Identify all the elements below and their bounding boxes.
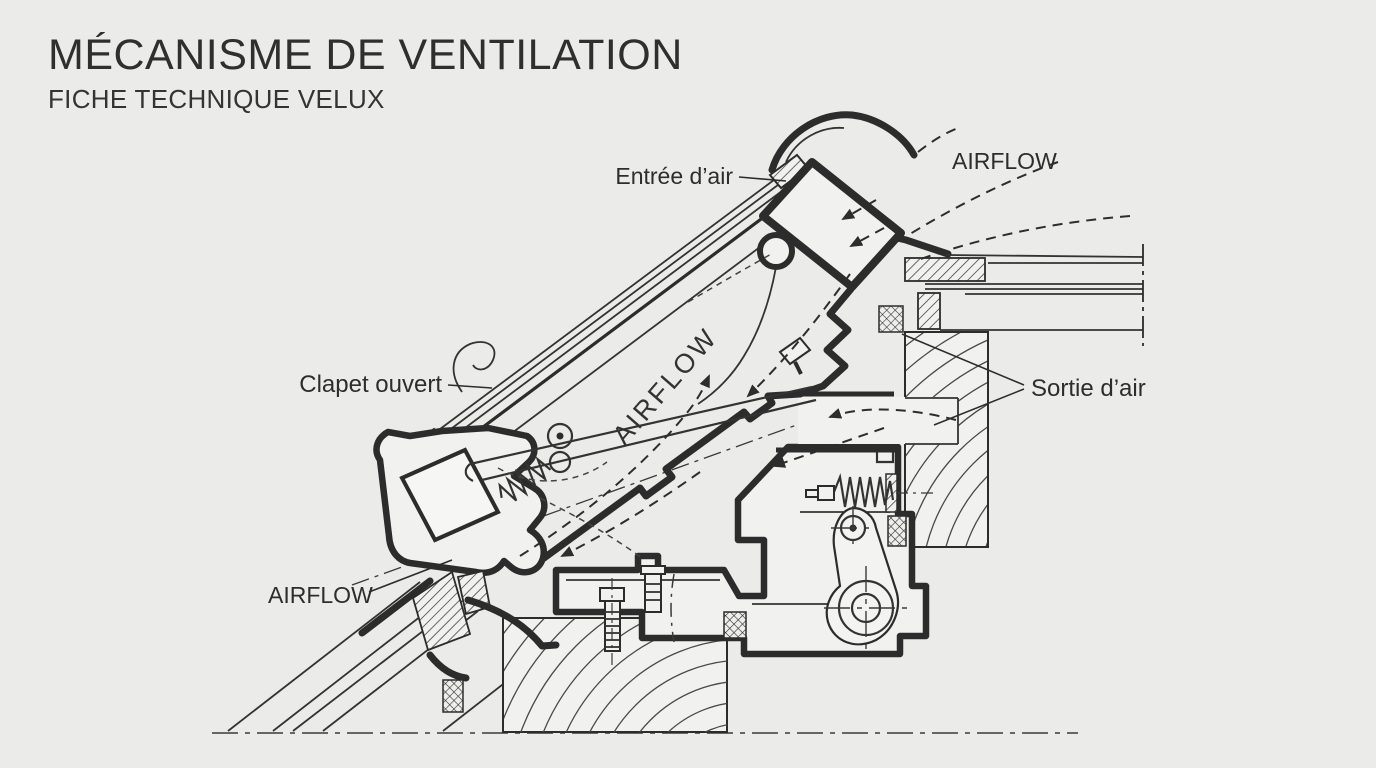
fixing-bolt	[599, 578, 625, 666]
flap-line	[423, 170, 787, 442]
leader-air-inlet	[738, 176, 787, 182]
spring-end-eye	[548, 450, 572, 474]
frame-hook-detail	[875, 447, 895, 464]
airflow-path-inlet-1	[909, 161, 1059, 235]
roof-board	[917, 292, 941, 330]
sash-chamber	[399, 447, 501, 543]
airflow-path-channel-down	[746, 273, 851, 398]
sash-bottom-frame	[373, 424, 572, 576]
roof-layers	[868, 228, 1144, 346]
air-outlet-channel	[776, 391, 959, 453]
flap-arm-curve	[697, 266, 777, 405]
airflow-path-outlet-2	[772, 427, 885, 468]
ghost-lines	[497, 252, 774, 643]
gasket-seals-left	[358, 569, 560, 713]
label-flap-open: Clapet ouvert	[299, 371, 442, 398]
page-title: MÉCANISME DE VENTILATION	[48, 31, 683, 79]
airflow-path-curl	[917, 127, 959, 153]
label-air-outlet: Sortie d’air	[1031, 375, 1146, 402]
latch-bracket	[778, 336, 812, 375]
flap-handle	[452, 341, 496, 393]
seal-checker	[878, 305, 904, 333]
label-airflow-bottom: AIRFLOW	[268, 582, 373, 608]
leader-flap	[447, 384, 493, 389]
seal-checker	[887, 515, 907, 547]
lock-mechanism	[805, 472, 934, 650]
leader-air-outlet-1	[901, 333, 1025, 386]
leader-air-outlet-2	[933, 388, 1025, 426]
label-air-inlet: Entrée d’air	[615, 163, 733, 189]
header: MÉCANISME DE VENTILATION FICHE TECHNIQUE…	[48, 34, 683, 115]
airflow-paths	[519, 127, 1131, 557]
axis-line	[351, 399, 867, 586]
pivot-top	[757, 232, 795, 270]
leader-airflow-bottom	[368, 559, 453, 593]
fixing-stud	[640, 565, 666, 613]
airflow-path-bottom	[560, 471, 701, 557]
seal-checker	[442, 679, 464, 713]
roof-batten	[904, 257, 986, 282]
airflow-path-channel-up	[519, 374, 710, 557]
page-subtitle: FICHE TECHNIQUE VELUX	[48, 84, 385, 114]
jamb-zigzag	[796, 285, 855, 398]
airflow-path-outlet	[828, 408, 957, 421]
label-airflow-channel: AIRFLOW	[607, 322, 724, 450]
spring-horizontal	[805, 472, 934, 508]
top-frame-box	[757, 111, 918, 291]
airflow-path-inlet-2	[917, 215, 1131, 261]
flashing-curl	[768, 111, 918, 174]
seal-checker	[723, 611, 747, 639]
sash-side-profile	[540, 266, 855, 562]
control-rod	[464, 385, 817, 482]
label-airflow-top: AIRFLOW	[952, 148, 1057, 174]
